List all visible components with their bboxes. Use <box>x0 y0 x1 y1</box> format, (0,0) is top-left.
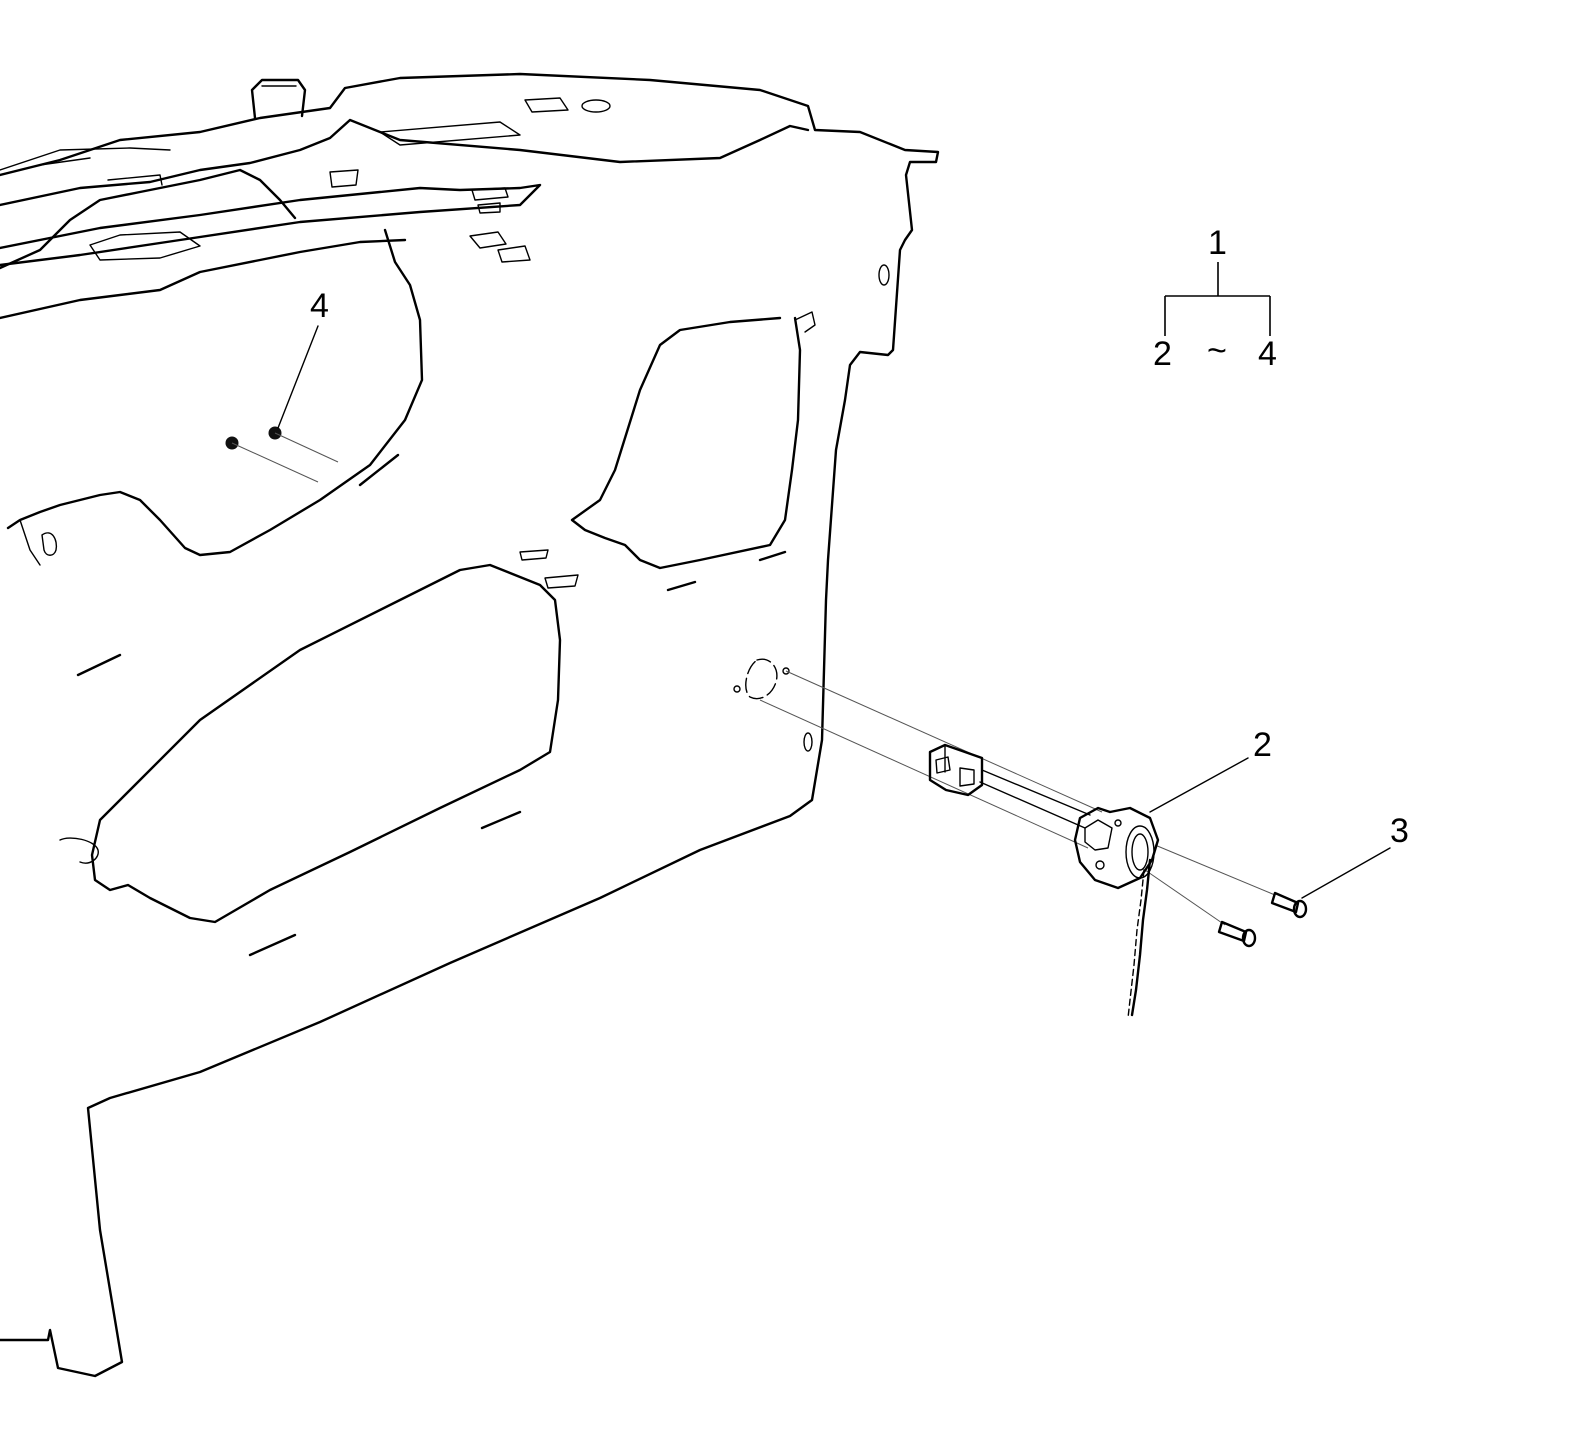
callout-range-start: 2 <box>1153 335 1172 373</box>
callout-screw: 3 <box>1390 812 1409 850</box>
callout-range-end: 4 <box>1258 335 1277 373</box>
sensor-unit-part <box>759 670 1308 1019</box>
body-panel <box>0 72 940 1378</box>
assembly-bracket <box>1164 262 1271 336</box>
callout-sensor-unit: 2 <box>1253 726 1272 764</box>
nut-leader <box>277 325 319 429</box>
callout-nut: 4 <box>310 287 329 325</box>
nut-parts <box>225 426 339 483</box>
sensor-unit-leader <box>1149 757 1249 813</box>
screw-leader <box>1301 847 1391 899</box>
callout-range-separator: ~ <box>1207 332 1227 370</box>
callout-assembly: 1 <box>1208 224 1227 262</box>
callout-labels: 1 2 ~ 4 2 3 4 <box>277 224 1409 899</box>
